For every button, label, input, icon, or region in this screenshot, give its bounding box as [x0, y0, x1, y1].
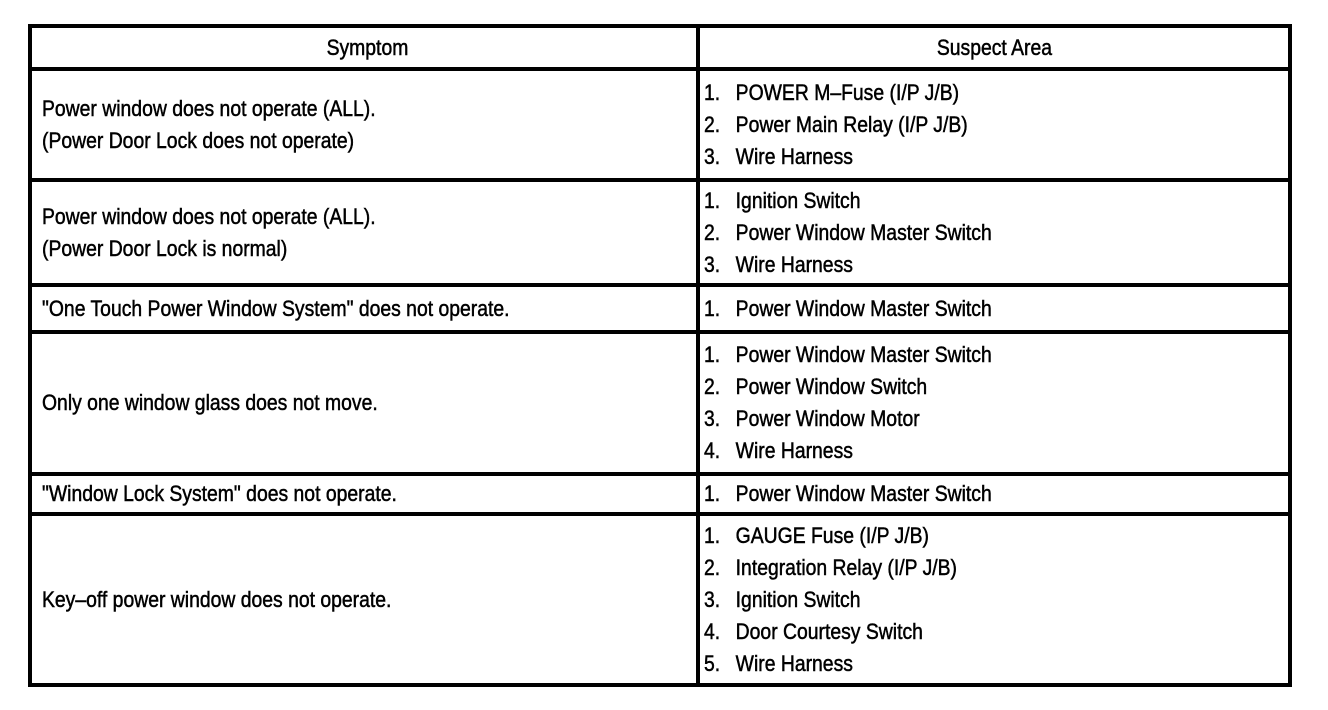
- suspect-area-column-header-label: Suspect Area: [936, 34, 1052, 60]
- suspect-item: 3. Wire Harness: [704, 249, 1218, 281]
- suspect-item-text: Power Window Switch: [735, 374, 928, 400]
- suspect-item-number: 4.: [704, 438, 721, 464]
- suspect-area-cell: 1. Power Window Master Switch 2. Power Wind…: [696, 334, 1288, 472]
- suspect-item-number: 3.: [704, 406, 721, 432]
- suspect-list: 1. Power Window Master Switch: [700, 478, 1288, 510]
- suspect-item: 1. GAUGE Fuse (I/P J/B): [704, 520, 1218, 552]
- suspect-item-number: 3.: [704, 251, 721, 277]
- suspect-item-number: 3.: [704, 586, 721, 612]
- table-row: "Window Lock System" does not operate. 1…: [32, 472, 1288, 512]
- suspect-item-text: Power Window Master Switch: [735, 342, 992, 368]
- symptom-text: Power window does not operate (ALL).: [42, 203, 376, 229]
- suspect-item: 2. Integration Relay (I/P J/B): [704, 552, 1218, 584]
- suspect-area-cell: 1. POWER M–Fuse (I/P J/B) 2. Power Main Rel…: [696, 71, 1288, 178]
- suspect-item: 2. Power Window Switch: [704, 371, 1218, 403]
- symptom-text: Power window does not operate (ALL).: [42, 95, 376, 121]
- suspect-list: 1. GAUGE Fuse (I/P J/B) 2. Integration Rela…: [700, 520, 1288, 680]
- symptom-text: (Power Door Lock does not operate): [42, 127, 355, 153]
- symptom-column-header-label: Symptom: [326, 34, 408, 60]
- suspect-item-number: 2.: [704, 111, 721, 137]
- suspect-item-number: 2.: [704, 219, 721, 245]
- suspect-item: 3. Power Window Motor: [704, 403, 1218, 435]
- suspect-item: 2. Power Main Relay (I/P J/B): [704, 109, 1218, 141]
- suspect-item-text: Wire Harness: [735, 438, 853, 464]
- suspect-area-cell: 1. GAUGE Fuse (I/P J/B) 2. Integration Rela…: [696, 516, 1288, 683]
- symptom-text: Key–off power window does not operate.: [42, 586, 392, 612]
- suspect-item-number: 3.: [704, 143, 721, 169]
- symptom-text: (Power Door Lock is normal): [42, 235, 288, 261]
- suspect-item-number: 4.: [704, 618, 721, 644]
- suspect-item-text: Power Main Relay (I/P J/B): [735, 111, 968, 137]
- symptom-cell: "One Touch Power Window System" does not…: [32, 287, 696, 330]
- suspect-item-text: Wire Harness: [735, 251, 853, 277]
- suspect-item-text: Power Window Master Switch: [735, 219, 992, 245]
- suspect-item-number: 1.: [704, 295, 721, 321]
- suspect-item-text: Power Window Master Switch: [735, 295, 992, 321]
- suspect-item-number: 1.: [704, 79, 721, 105]
- suspect-item-number: 2.: [704, 374, 721, 400]
- suspect-item-text: Integration Relay (I/P J/B): [735, 554, 957, 580]
- suspect-item: 1. Power Window Master Switch: [704, 339, 1218, 371]
- suspect-item: 4. Wire Harness: [704, 435, 1218, 467]
- table-row: Power window does not operate (ALL). (Pow…: [32, 178, 1288, 283]
- suspect-item: 3. Ignition Switch: [704, 584, 1218, 616]
- suspect-item: 1. POWER M–Fuse (I/P J/B): [704, 77, 1218, 109]
- symptom-column-header: Symptom: [32, 28, 696, 67]
- suspect-item: 1. Ignition Switch: [704, 185, 1218, 217]
- table-row: Key–off power window does not operate. 1…: [32, 512, 1288, 683]
- suspect-item-text: Ignition Switch: [735, 187, 861, 213]
- suspect-area-cell: 1. Ignition Switch 2. Power Window Master S…: [696, 182, 1288, 283]
- suspect-item-text: Wire Harness: [735, 650, 853, 676]
- symptom-cell: "Window Lock System" does not operate.: [32, 476, 696, 512]
- symptom-text: "One Touch Power Window System" does not…: [42, 295, 510, 321]
- suspect-item-number: 1.: [704, 342, 721, 368]
- suspect-item-text: Door Courtesy Switch: [735, 618, 923, 644]
- table-row: Power window does not operate (ALL). (Pow…: [32, 67, 1288, 178]
- suspect-area-cell: 1. Power Window Master Switch: [696, 476, 1288, 512]
- suspect-item: 2. Power Window Master Switch: [704, 217, 1218, 249]
- suspect-item-text: GAUGE Fuse (I/P J/B): [735, 522, 929, 548]
- suspect-item-number: 2.: [704, 554, 721, 580]
- suspect-list: 1. POWER M–Fuse (I/P J/B) 2. Power Main Rel…: [700, 77, 1288, 173]
- suspect-item-text: Power Window Motor: [735, 406, 920, 432]
- symptom-cell: Power window does not operate (ALL). (Pow…: [32, 71, 696, 178]
- troubleshooting-table: Symptom Suspect Area Power window does n…: [28, 24, 1292, 687]
- suspect-item-text: Wire Harness: [735, 143, 853, 169]
- suspect-item: 1. Power Window Master Switch: [704, 478, 1218, 510]
- suspect-item-number: 1.: [704, 187, 721, 213]
- symptom-cell: Key–off power window does not operate.: [32, 516, 696, 683]
- suspect-item-text: POWER M–Fuse (I/P J/B): [735, 79, 960, 105]
- suspect-item-number: 1.: [704, 481, 721, 507]
- suspect-item: 4. Door Courtesy Switch: [704, 616, 1218, 648]
- table-row: Only one window glass does not move. 1. P…: [32, 330, 1288, 472]
- symptom-text: Only one window glass does not move.: [42, 390, 378, 416]
- suspect-area-column-header: Suspect Area: [696, 28, 1288, 67]
- suspect-list: 1. Ignition Switch 2. Power Window Master S…: [700, 185, 1288, 281]
- table-row: "One Touch Power Window System" does not…: [32, 283, 1288, 330]
- suspect-item-number: 5.: [704, 650, 721, 676]
- suspect-item-number: 1.: [704, 522, 721, 548]
- suspect-item-text: Power Window Master Switch: [735, 481, 992, 507]
- suspect-item-text: Ignition Switch: [735, 586, 861, 612]
- table-header-row: Symptom Suspect Area: [32, 28, 1288, 67]
- suspect-list: 1. Power Window Master Switch: [700, 293, 1288, 325]
- symptom-cell: Only one window glass does not move.: [32, 334, 696, 472]
- suspect-list: 1. Power Window Master Switch 2. Power Wind…: [700, 339, 1288, 467]
- suspect-item: 3. Wire Harness: [704, 141, 1218, 173]
- symptom-cell: Power window does not operate (ALL). (Pow…: [32, 182, 696, 283]
- suspect-area-cell: 1. Power Window Master Switch: [696, 287, 1288, 330]
- symptom-text: "Window Lock System" does not operate.: [42, 481, 397, 507]
- suspect-item: 5. Wire Harness: [704, 648, 1218, 680]
- suspect-item: 1. Power Window Master Switch: [704, 293, 1218, 325]
